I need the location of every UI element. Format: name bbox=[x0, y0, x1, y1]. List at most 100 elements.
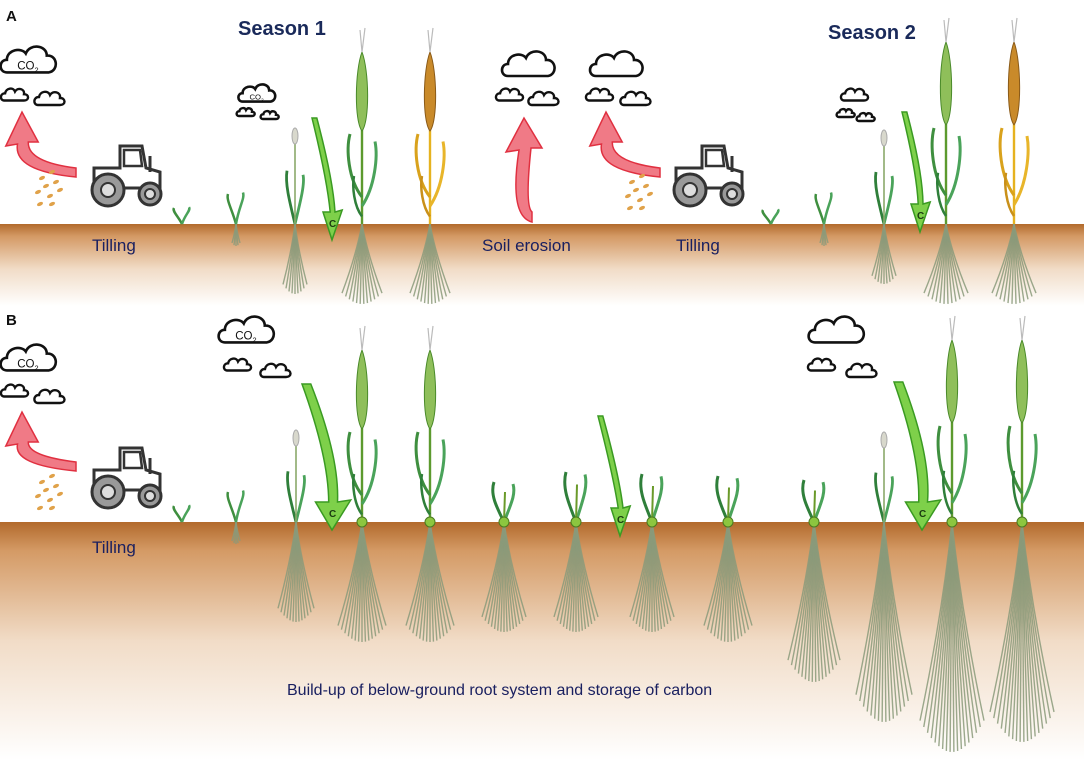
panel-b-letter: B bbox=[6, 312, 17, 329]
cloud-a-s2-1 bbox=[839, 87, 870, 102]
plant-b-2 bbox=[563, 471, 588, 528]
cloud-a-small-2 bbox=[33, 90, 66, 107]
co2-text: CO2 bbox=[17, 358, 38, 372]
cloud-a-s2-2 bbox=[835, 107, 856, 119]
cloud-a-season2 bbox=[588, 50, 644, 78]
roots-a-2 bbox=[282, 223, 308, 294]
wheat-green-b-2 bbox=[936, 315, 968, 528]
roots-b-10 bbox=[855, 521, 913, 722]
cloud-a-erosion-small-1 bbox=[494, 87, 525, 102]
seedling-a-2 bbox=[226, 192, 245, 225]
wheat-ripe-b-1 bbox=[414, 325, 446, 528]
seedling-a-1 bbox=[172, 206, 191, 225]
tractor-a2 bbox=[672, 144, 745, 208]
plants-layer bbox=[172, 17, 1038, 528]
roots-b-2 bbox=[277, 521, 315, 622]
carbon-uptake-arrow-b2: C bbox=[597, 415, 632, 539]
roots-a-1 bbox=[231, 223, 241, 246]
soil-erosion-label: Soil erosion bbox=[482, 236, 571, 255]
roots-b-6 bbox=[553, 521, 599, 632]
root-carbon-caption: Build-up of below-ground root system and… bbox=[287, 682, 713, 699]
roots-b-5 bbox=[481, 521, 527, 632]
cloud-a-erosion bbox=[500, 50, 556, 78]
co2-cloud-a-large: CO2 bbox=[0, 45, 58, 74]
roots-a-3 bbox=[341, 223, 383, 304]
soil-panel-a bbox=[0, 224, 1084, 306]
roots-a-5 bbox=[819, 223, 829, 246]
roots-b-1 bbox=[231, 521, 241, 544]
seedling-a-4 bbox=[814, 192, 833, 225]
roots-b-12 bbox=[989, 521, 1055, 742]
roots-a-4 bbox=[409, 223, 451, 304]
tiller-b-1 bbox=[286, 429, 306, 523]
cloud-b-s1-small-2 bbox=[259, 362, 292, 379]
tractor-b bbox=[90, 446, 163, 510]
co2-text: CO2 bbox=[235, 330, 256, 344]
wheat-ripe-a-1 bbox=[414, 27, 446, 224]
carbon-uptake-arrow-a2: C bbox=[901, 111, 932, 235]
tiller-b-2 bbox=[874, 431, 894, 523]
cloud-b-s2-small-2 bbox=[845, 362, 878, 379]
co2-release-arrow-b bbox=[4, 410, 77, 472]
carbon-c-label: C bbox=[329, 509, 336, 520]
cloud-a-season2-small-1 bbox=[584, 87, 615, 102]
cloud-a-season2-small-2 bbox=[619, 90, 652, 107]
wheat-green-a-1 bbox=[346, 27, 378, 224]
root-node bbox=[946, 516, 958, 528]
carbon-uptake-arrow-b3: C bbox=[892, 381, 943, 532]
roots-b-4 bbox=[405, 521, 455, 642]
root-node bbox=[570, 516, 582, 528]
root-node bbox=[1016, 516, 1028, 528]
roots-layer bbox=[231, 223, 1055, 752]
root-node bbox=[498, 516, 510, 528]
carbon-c-label: C bbox=[329, 219, 336, 230]
cloud-b-season2 bbox=[807, 315, 866, 344]
tilling-label-a2: Tilling bbox=[676, 236, 720, 255]
erosion-arrow bbox=[504, 116, 544, 223]
root-node bbox=[808, 516, 820, 528]
co2-cloud-a-season1: CO2 bbox=[237, 83, 277, 104]
plant-b-1 bbox=[491, 481, 516, 528]
plant-b-4 bbox=[715, 475, 740, 528]
seedling-b-2 bbox=[226, 490, 245, 523]
co2-release-arrow-a1 bbox=[4, 110, 77, 178]
seedling-b-1 bbox=[172, 504, 191, 523]
cloud-a-erosion-small-2 bbox=[527, 90, 560, 107]
carbon-uptake-arrow-a1: C bbox=[311, 117, 344, 243]
roots-b-9 bbox=[787, 521, 841, 682]
seeds-a1 bbox=[35, 169, 63, 207]
root-node bbox=[646, 516, 658, 528]
seedling-a-3 bbox=[761, 208, 780, 225]
root-node bbox=[356, 516, 368, 528]
tractor-a1 bbox=[90, 144, 163, 208]
co2-release-arrow-a2 bbox=[588, 110, 661, 178]
season-1-title: Season 1 bbox=[238, 18, 326, 40]
cloud-b-small-1 bbox=[0, 383, 30, 398]
cloud-a-season1-small-2 bbox=[259, 109, 280, 121]
root-node bbox=[424, 516, 436, 528]
cloud-a-small-1 bbox=[0, 87, 30, 102]
cloud-b-small-2 bbox=[33, 388, 66, 405]
cloud-b-s2-small-1 bbox=[806, 357, 837, 372]
carbon-c-label: C bbox=[617, 515, 624, 526]
roots-a-8 bbox=[991, 223, 1037, 304]
roots-a-7 bbox=[923, 223, 969, 304]
soil-panel-b bbox=[0, 522, 1084, 760]
co2-cloud-b-season1: CO2 bbox=[217, 315, 276, 344]
roots-a-6 bbox=[871, 223, 897, 284]
co2-cloud-b: CO2 bbox=[0, 343, 58, 372]
season-2-title: Season 2 bbox=[828, 22, 916, 44]
seeds-b bbox=[35, 473, 63, 511]
carbon-c-label: C bbox=[919, 509, 926, 520]
wheat-ripe-a-2 bbox=[998, 17, 1030, 224]
wheat-green-a-2 bbox=[930, 17, 962, 224]
plant-b-3 bbox=[639, 473, 664, 528]
seeds-a2 bbox=[625, 173, 653, 211]
wheat-green-b-1 bbox=[346, 325, 378, 528]
root-node bbox=[722, 516, 734, 528]
carbon-c-label: C bbox=[917, 211, 924, 222]
tilling-label-a1: Tilling bbox=[92, 236, 136, 255]
tilling-label-b: Tilling bbox=[92, 538, 136, 557]
